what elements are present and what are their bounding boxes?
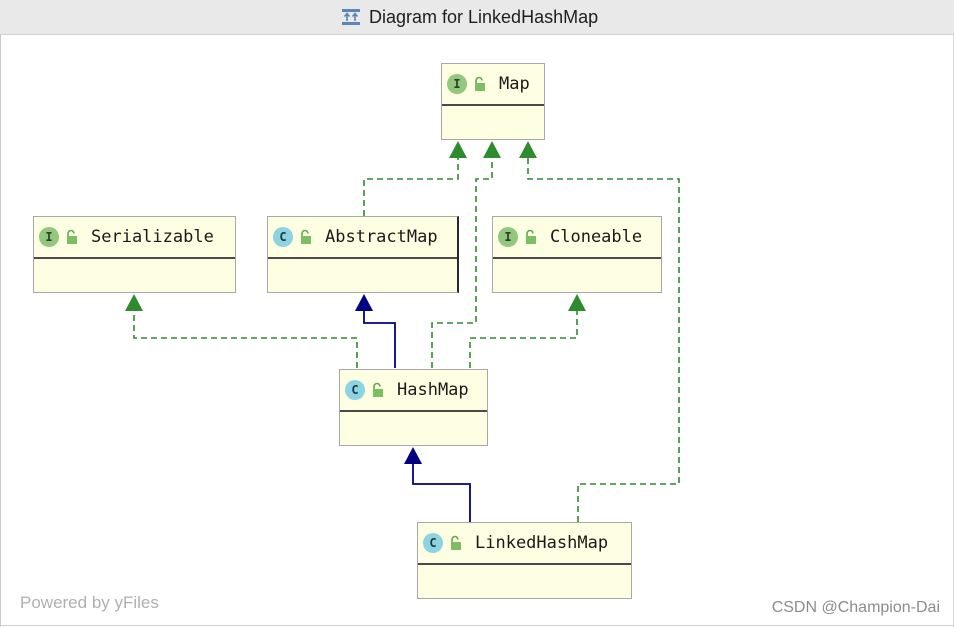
public-access-icon [449,535,463,551]
window-title: Diagram for LinkedHashMap [369,6,599,27]
node-hashmap-header: C HashMap [340,370,487,412]
node-linkedhashmap[interactable]: C LinkedHashMap [417,522,632,599]
edge-hashmap-implements-map [431,158,493,368]
public-access-icon [299,229,313,245]
frame-bottom-edge [0,625,954,626]
edge-hashmap-implements-cloneable [469,311,578,368]
interface-icon: I [498,227,518,247]
arrowhead-map-3 [519,141,537,158]
node-label: HashMap [397,380,469,400]
arrowhead-map-2 [483,141,501,158]
node-cloneable-header: I Cloneable [493,217,661,259]
abstract-class-icon: C [273,227,293,247]
node-map[interactable]: I Map [441,63,545,140]
public-access-icon [65,229,79,245]
edge-hashmap-extends-abstractmap [363,311,396,368]
edge-hashmap-implements-serializable [133,311,358,368]
node-map-header: I Map [442,64,544,106]
public-access-icon [473,76,487,92]
node-abstractmap[interactable]: C AbstractMap [267,216,459,293]
arrowhead-hashmap [404,447,422,464]
node-serializable-header: I Serializable [34,217,235,259]
interface-icon: I [39,227,59,247]
credit-watermark: CSDN @Champion-Dai [771,599,940,616]
node-label: Serializable [91,227,214,247]
node-hashmap[interactable]: C HashMap [339,369,488,446]
node-cloneable[interactable]: I Cloneable [492,216,662,293]
class-icon: C [423,533,443,553]
node-label: AbstractMap [325,227,438,247]
public-access-icon [524,229,538,245]
node-abstractmap-header: C AbstractMap [268,217,457,259]
interface-icon: I [447,74,467,94]
title-group: Diagram for LinkedHashMap [341,6,598,28]
class-icon: C [345,380,365,400]
arrowhead-cloneable [568,294,586,311]
public-access-icon [371,382,385,398]
diagram-icon [341,8,361,26]
edge-linkedhashmap-extends-hashmap [412,464,471,522]
node-label: Cloneable [550,227,643,247]
node-label: LinkedHashMap [475,533,609,553]
title-bar: Diagram for LinkedHashMap [0,0,954,35]
arrowhead-serializable [125,294,143,311]
edge-abstractmap-implements-map [363,158,459,216]
edge-linkedhashmap-implements-map [527,158,680,522]
node-linkedhashmap-header: C LinkedHashMap [418,523,631,565]
node-serializable[interactable]: I Serializable [33,216,236,293]
arrowhead-map-1 [449,141,467,158]
frame-left-edge [0,35,4,627]
node-label: Map [499,74,530,94]
powered-by-label: Powered by yFiles [20,593,159,612]
arrowhead-abstractmap [355,294,373,311]
